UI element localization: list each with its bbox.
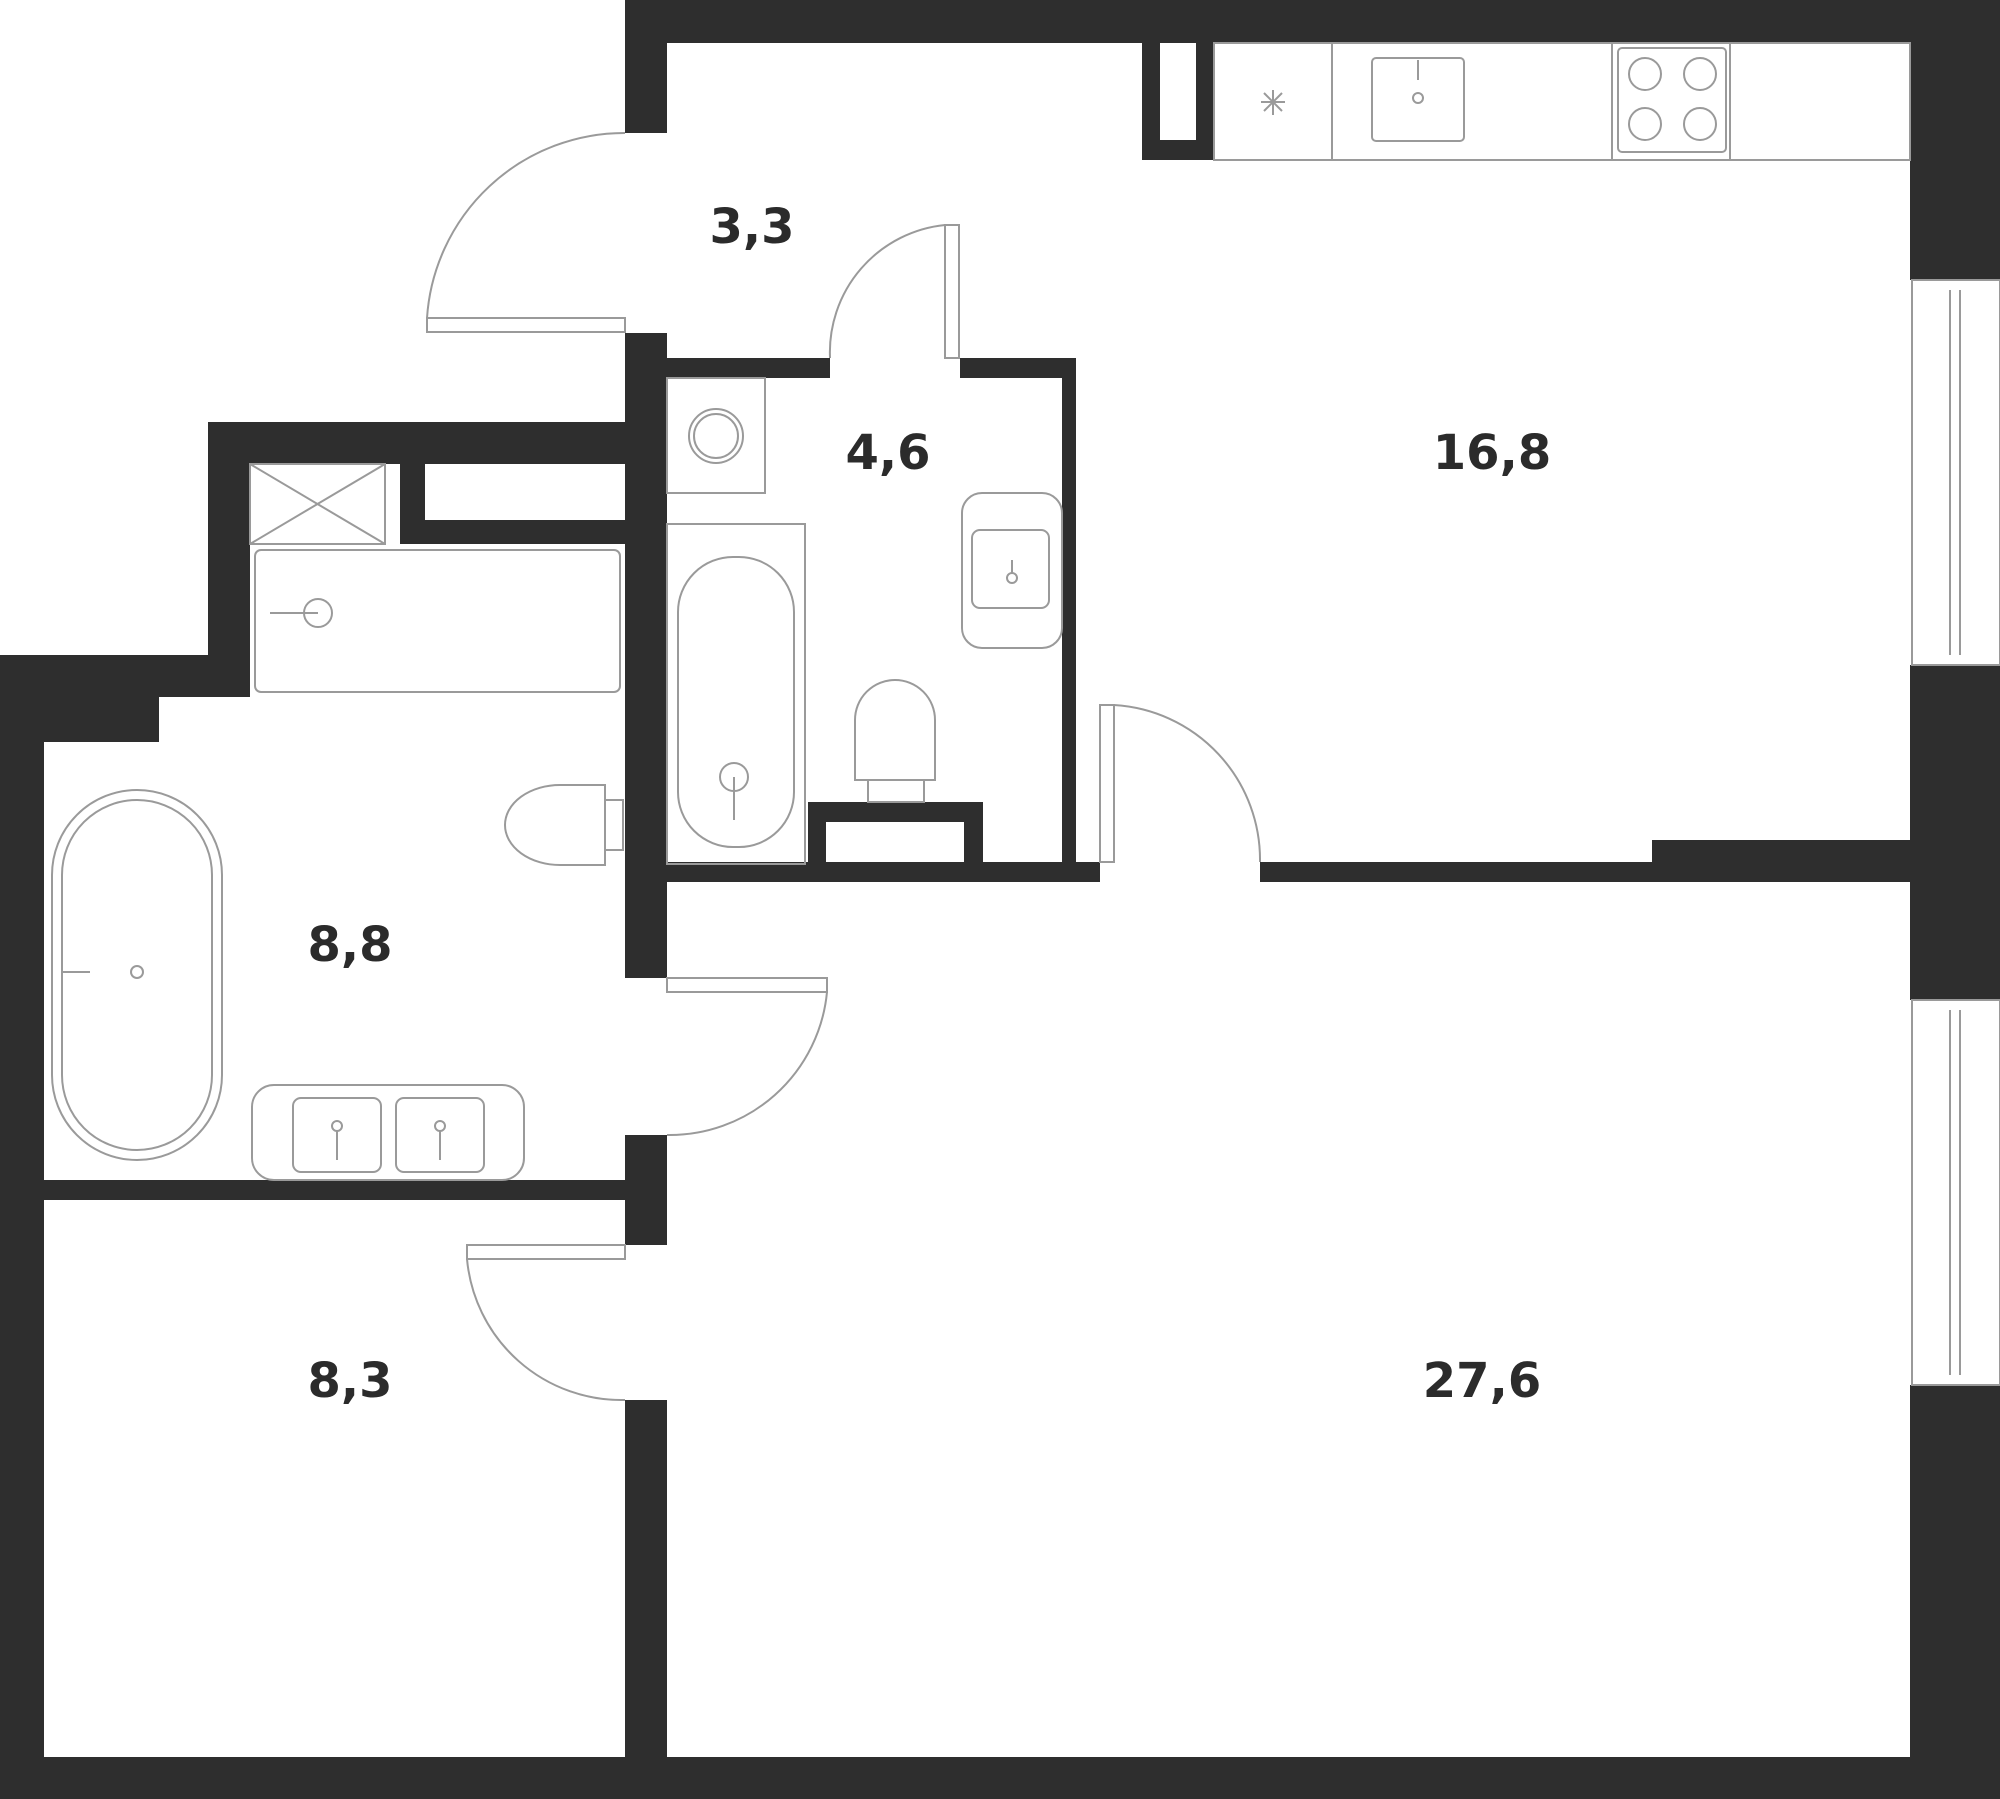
wall-kitchen-column-inner xyxy=(1160,43,1196,140)
wall-sbath-right xyxy=(1062,358,1076,878)
windows xyxy=(1911,279,2000,1386)
lbath-toilet-icon xyxy=(504,784,624,866)
area-bathroom-large: 8,8 xyxy=(307,917,392,973)
lbath-bathtub-top-icon xyxy=(254,549,621,693)
area-labels: 3,3 4,6 16,8 8,8 8,3 27,6 xyxy=(307,199,1551,1409)
wall-central-3 xyxy=(625,1400,667,1799)
fixtures xyxy=(51,42,1911,1181)
washing-machine-icon xyxy=(666,377,766,494)
window-living xyxy=(1911,999,2000,1386)
small-bath-door xyxy=(828,224,960,359)
wall-bath-top xyxy=(208,422,667,464)
wall-niche-bottom xyxy=(400,520,625,544)
window-kitchen xyxy=(1911,279,2000,666)
kitchen-counter xyxy=(1213,42,1911,161)
sbath-bathtub-icon xyxy=(666,523,806,865)
wall-top xyxy=(625,0,1915,43)
wall-bottom xyxy=(0,1757,2000,1799)
lbath-bathtub-oval-icon xyxy=(51,789,223,1161)
area-bathroom-small: 4,6 xyxy=(845,425,930,481)
wall-kitchen-living-step xyxy=(1652,840,1910,882)
wall-east-1 xyxy=(1910,0,2000,280)
wall-west xyxy=(0,655,44,1799)
shaft-icon xyxy=(249,463,386,545)
doors xyxy=(426,131,1262,1402)
wall-sbath-top-right xyxy=(960,358,1075,378)
wall-sbath-box-inner xyxy=(826,822,964,862)
area-hallway: 3,3 xyxy=(709,199,794,255)
wall-bath-step xyxy=(208,422,250,697)
wall-hall-left-top xyxy=(625,0,667,133)
area-kitchen: 16,8 xyxy=(1433,425,1551,481)
wall-east-3 xyxy=(1910,1385,2000,1799)
stove-icon xyxy=(1617,47,1727,153)
wall-east-2 xyxy=(1910,665,2000,1000)
large-bath-door xyxy=(666,977,828,1137)
kitchen-sink-icon xyxy=(1371,57,1465,142)
entrance-door xyxy=(426,131,626,333)
sbath-toilet-icon xyxy=(854,679,936,803)
kitchen-door xyxy=(1099,704,1262,863)
wall-west-niche-2 xyxy=(138,697,159,742)
lbath-double-sink-icon xyxy=(251,1084,525,1181)
fridge-icon xyxy=(1261,90,1285,115)
area-bedroom: 8,3 xyxy=(307,1353,392,1409)
bedroom-door xyxy=(466,1244,626,1402)
wall-sbath-top-left xyxy=(625,358,830,378)
wall-bath-bedroom xyxy=(0,1180,667,1200)
area-living-room: 27,6 xyxy=(1423,1353,1541,1409)
sbath-sink-icon xyxy=(961,492,1063,649)
